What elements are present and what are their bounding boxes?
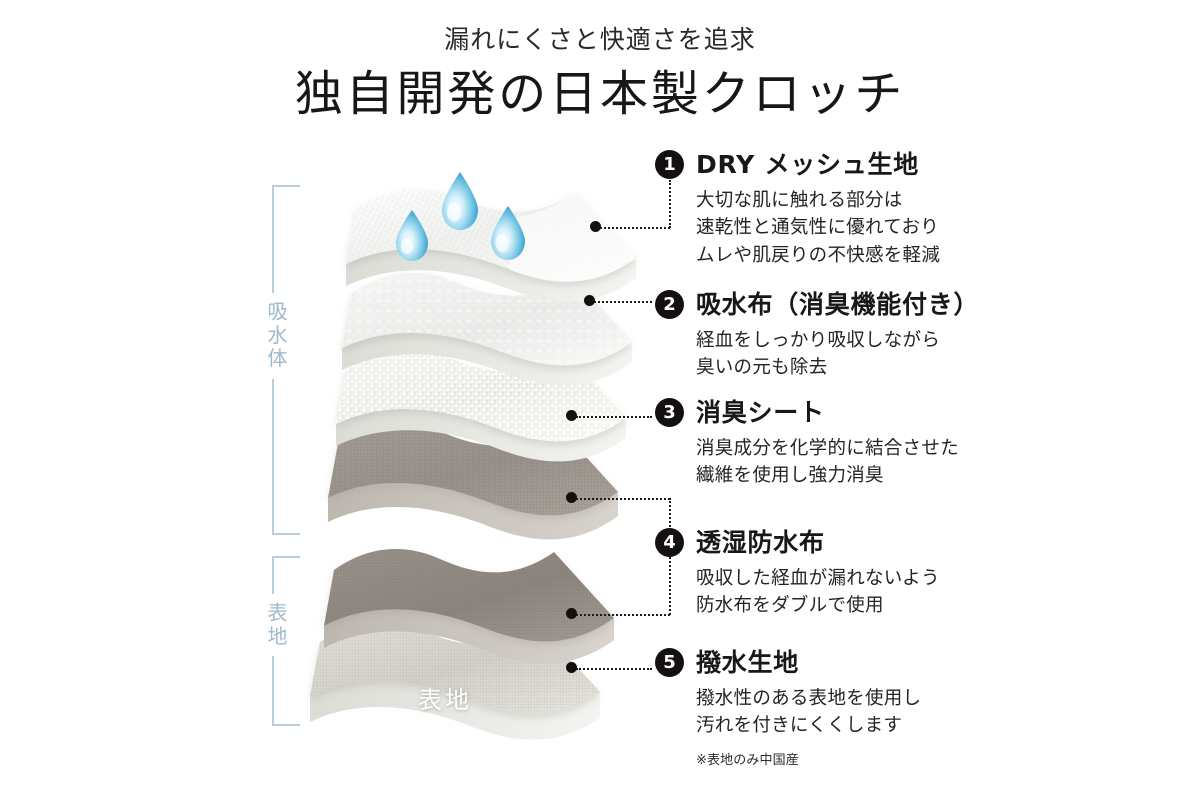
- feature-item-1-title: DRY メッシュ生地: [696, 149, 919, 179]
- subtitle: 漏れにくさと快適さを追求: [444, 25, 756, 54]
- feature-item-5-body: 撥水性のある表地を使用し 汚れを付きにくくします: [696, 688, 922, 737]
- water-droplets: [396, 172, 525, 261]
- feature-item-3-head: 3 消臭シート: [655, 398, 959, 427]
- feature-item-3: 3 消臭シート 消臭成分を化学的に結合させた 繊維を使用し強力消臭: [655, 398, 959, 490]
- feature-item-2: 2 吸水布（消臭機能付き） 経血をしっかり吸収しながら 臭いの元も除去: [655, 290, 979, 382]
- feature-item-2-head: 2 吸水布（消臭機能付き）: [655, 290, 979, 319]
- feature-item-3-title: 消臭シート: [696, 397, 825, 427]
- badge-number-2: 2: [655, 290, 684, 319]
- layer-outer-grid: [324, 549, 614, 664]
- feature-item-1-head: 1 DRY メッシュ生地: [655, 150, 940, 179]
- feature-item-2-body: 経血をしっかり吸収しながら 臭いの元も除去: [696, 330, 941, 379]
- droplet-center: [442, 172, 478, 230]
- feature-item-4: 4 透湿防水布 吸収した経血が漏れないよう 防水布をダブルで使用: [655, 528, 940, 620]
- droplet-left: [396, 210, 428, 261]
- feature-item-4-title: 透湿防水布: [696, 527, 825, 557]
- bracket-label-outer: 表地: [264, 594, 288, 657]
- bracket-outer-fabric: 表地: [264, 556, 302, 726]
- header: 漏れにくさと快適さを追求 独自開発の日本製クロッチ: [0, 0, 1200, 118]
- feature-item-5-note: ※表地のみ中国産: [696, 752, 799, 768]
- page-title: 独自開発の日本製クロッチ: [294, 66, 906, 122]
- feature-item-2-title: 吸水布（消臭機能付き）: [696, 289, 980, 319]
- bracket-absorbent-body: 吸水体: [264, 185, 302, 535]
- droplet-right: [491, 206, 525, 260]
- badge-number-3: 3: [655, 398, 684, 427]
- layer-stack-illustration: 表地: [300, 150, 640, 750]
- feature-item-5: 5 撥水生地 撥水性のある表地を使用し 汚れを付きにくくします ※表地のみ中国産: [655, 648, 921, 768]
- feature-item-5-title: 撥水生地: [696, 647, 800, 677]
- layer-dry-mesh: [346, 188, 636, 302]
- feature-item-1: 1 DRY メッシュ生地 大切な肌に触れる部分は 速乾性と通気性に優れており ム…: [655, 150, 940, 269]
- bracket-label-absorbent: 吸水体: [264, 293, 288, 379]
- feature-item-1-body: 大切な肌に触れる部分は 速乾性と通気性に優れており ムレや肌戻りの不快感を軽減: [696, 190, 941, 266]
- feature-item-4-head: 4 透湿防水布: [655, 528, 940, 557]
- feature-item-5-head: 5 撥水生地: [655, 648, 921, 677]
- feature-item-4-body: 吸収した経血が漏れないよう 防水布をダブルで使用: [696, 568, 940, 617]
- feature-item-3-body: 消臭成分を化学的に結合させた 繊維を使用し強力消臭: [696, 438, 959, 487]
- layers-svg: [310, 172, 636, 740]
- badge-number-1: 1: [655, 150, 684, 179]
- badge-number-4: 4: [655, 528, 684, 557]
- badge-number-5: 5: [655, 648, 684, 677]
